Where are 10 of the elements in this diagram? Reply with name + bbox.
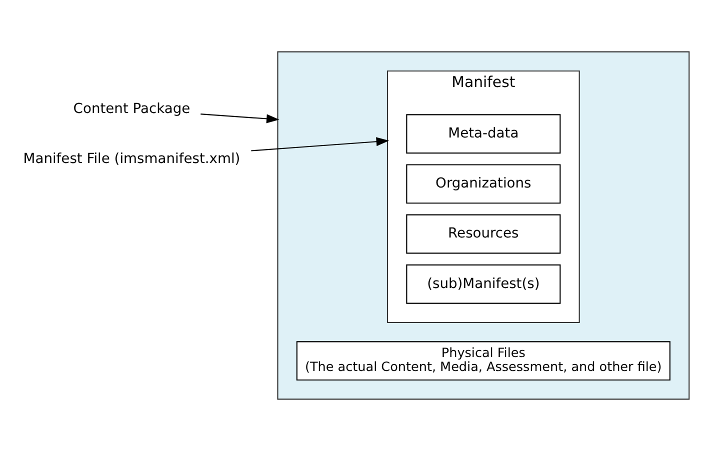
arrow — [251, 137, 390, 152]
node-box: Physical Files (The actual Content, Media, Assessment, and other file) — [296, 341, 670, 381]
cluster — [277, 51, 690, 400]
node-box: (sub)Manifest(s) — [406, 264, 561, 304]
node-text: Manifest File (imsmanifest.xml) — [23, 151, 240, 168]
node-text: Content Package — [73, 100, 190, 117]
node-box: Meta-data — [406, 114, 561, 154]
node-box: Resources — [406, 214, 561, 254]
arrow — [200, 114, 280, 124]
node-box: Organizations — [406, 164, 561, 204]
